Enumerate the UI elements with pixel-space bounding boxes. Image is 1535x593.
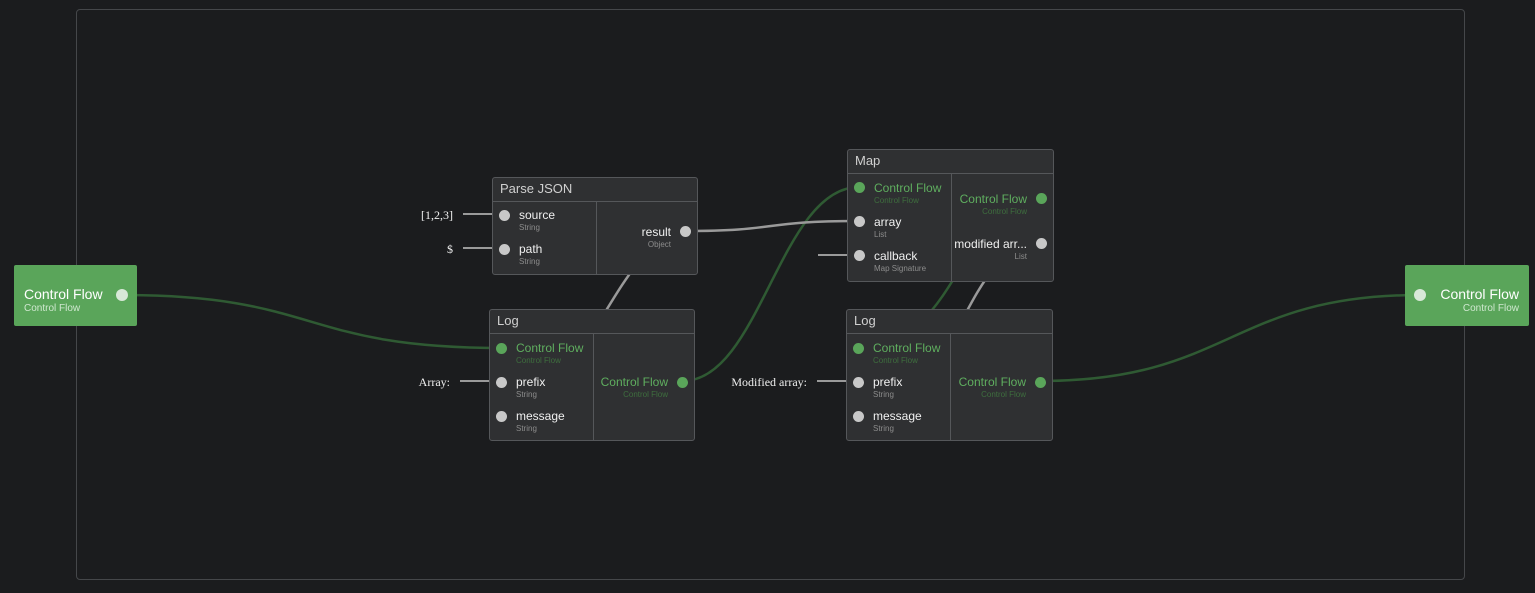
log-node-1[interactable]: Log Control Flow Control Flow prefix Str… [489,309,695,441]
log1-flow-in-type: Control Flow [516,356,561,365]
map-callback-label: callback [874,249,918,263]
log2-prefix-constant-wire [817,380,855,382]
input-node-title: Control Flow [24,286,103,302]
source-label: source [519,208,556,222]
source-constant[interactable]: [1,2,3] [421,208,453,222]
graph-input-node[interactable]: Control Flow Control Flow [14,265,137,326]
result-port[interactable] [680,226,691,237]
parse-json-node[interactable]: Parse JSON source String path String res… [492,177,698,275]
log2-message-port[interactable] [853,411,864,422]
log1-flow-in-port[interactable] [496,343,507,354]
log1-title[interactable]: Log [490,310,694,334]
map-flow-in-type: Control Flow [874,196,919,205]
map-flow-out-port[interactable] [1036,193,1047,204]
log1-flow-out-type: Control Flow [623,390,668,399]
log2-prefix-type: String [873,390,894,399]
log1-prefix-type: String [516,390,537,399]
map-modified-array-label: modified arr... [954,237,1027,251]
log1-prefix-label: prefix [516,375,546,389]
log2-flow-in-port[interactable] [853,343,864,354]
input-node-flow-out-port[interactable] [116,289,128,301]
map-array-port[interactable] [854,216,865,227]
log2-prefix-constant[interactable]: Modified array: [731,375,807,389]
map-flow-out-label: Control Flow [959,192,1027,206]
log1-prefix-constant[interactable]: Array: [418,375,450,389]
log1-flow-in-label: Control Flow [516,341,584,355]
map-flow-in-port[interactable] [854,182,865,193]
path-constant-wire [463,247,501,249]
log2-flow-out-port[interactable] [1035,377,1046,388]
map-array-type: List [874,230,887,239]
path-label: path [519,242,543,256]
node-divider [593,334,594,440]
log1-flow-out-port[interactable] [677,377,688,388]
output-node-flow-in-port[interactable] [1414,289,1426,301]
log2-flow-out-type: Control Flow [981,390,1026,399]
map-callback-port[interactable] [854,250,865,261]
log2-flow-out-label: Control Flow [958,375,1026,389]
map-flow-in-label: Control Flow [874,181,942,195]
log2-flow-in-label: Control Flow [873,341,941,355]
input-node-subtitle: Control Flow [24,303,81,314]
log1-message-label: message [516,409,565,423]
map-title[interactable]: Map [848,150,1053,174]
path-constant[interactable]: $ [447,242,453,256]
map-modified-array-port[interactable] [1036,238,1047,249]
log2-prefix-port[interactable] [853,377,864,388]
log2-prefix-label: prefix [873,375,903,389]
node-divider [950,334,951,440]
log1-prefix-port[interactable] [496,377,507,388]
log2-flow-in-type: Control Flow [873,356,918,365]
output-node-subtitle: Control Flow [1462,303,1519,314]
source-constant-wire [463,213,501,215]
log2-message-type: String [873,424,894,433]
output-node-title: Control Flow [1440,286,1519,302]
result-type: Object [647,240,671,249]
source-type: String [519,223,540,232]
log1-prefix-constant-wire [460,380,498,382]
map-modified-array-type: List [1014,252,1027,261]
log2-message-label: message [873,409,922,423]
parse-json-title[interactable]: Parse JSON [493,178,697,202]
node-divider [951,174,952,281]
log-node-2[interactable]: Log Control Flow Control Flow prefix Str… [846,309,1053,441]
map-callback-type: Map Signature [874,264,927,273]
path-type: String [519,257,540,266]
map-flow-out-type: Control Flow [982,207,1027,216]
source-port[interactable] [499,210,510,221]
callback-constant-wire [818,254,856,256]
log2-title[interactable]: Log [847,310,1052,334]
graph-output-node[interactable]: Control Flow Control Flow [1405,265,1529,326]
log1-flow-out-label: Control Flow [600,375,668,389]
result-label: result [641,225,671,239]
log1-message-port[interactable] [496,411,507,422]
log1-message-type: String [516,424,537,433]
graph-canvas[interactable] [76,9,1465,580]
node-divider [596,202,597,274]
map-node[interactable]: Map Control Flow Control Flow array List… [847,149,1054,282]
map-array-label: array [874,215,902,229]
path-port[interactable] [499,244,510,255]
